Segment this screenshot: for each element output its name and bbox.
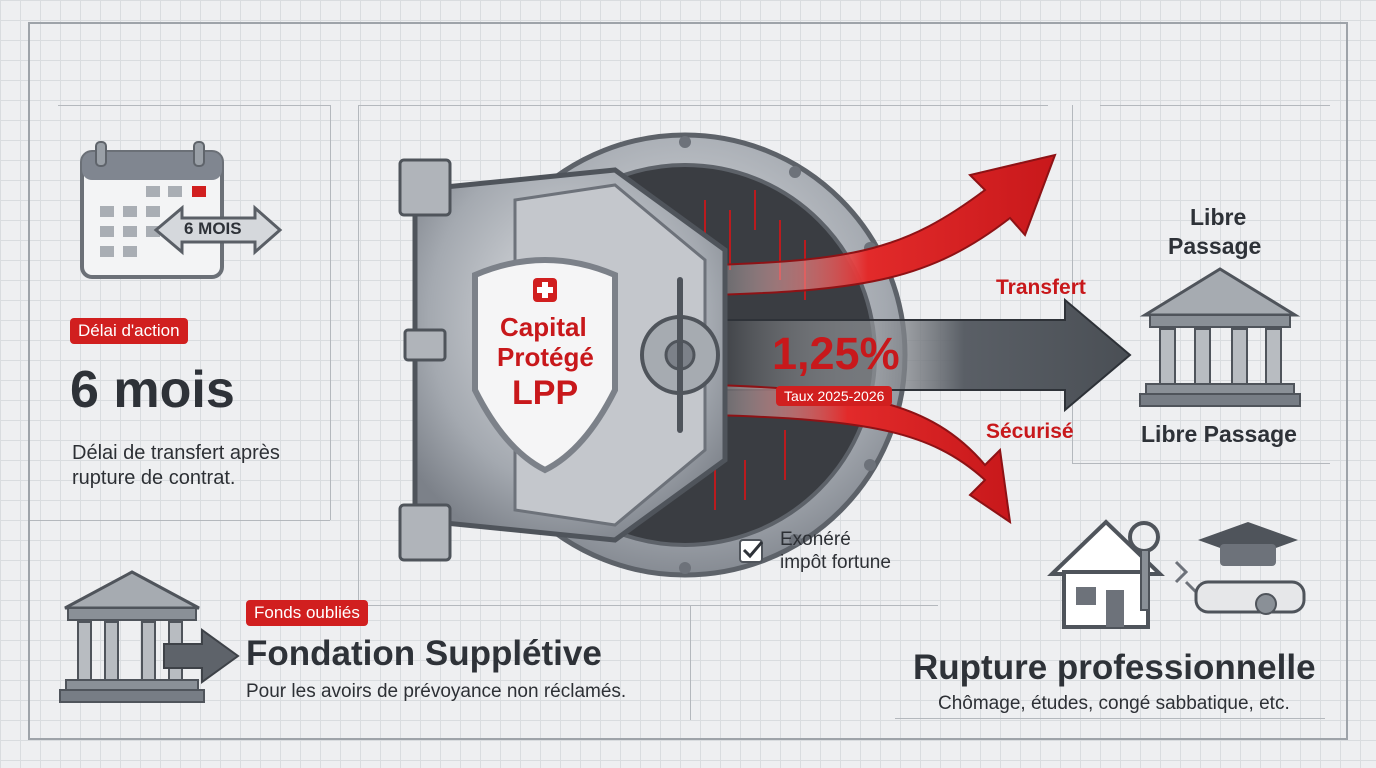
rate-badge: Taux 2025-2026 [776, 386, 893, 406]
bank-icon [59, 570, 240, 703]
label-securise: Sécurisé [986, 420, 1074, 443]
divider [330, 105, 331, 520]
rate-value: 1,25% [772, 328, 900, 379]
outer-frame [28, 22, 1348, 740]
label-transfert: Transfert [996, 276, 1086, 299]
rupture-title: Rupture professionnelle [913, 648, 1316, 687]
delai-value: 6 mois [70, 361, 235, 419]
rupture-desc: Chômage, études, congé sabbatique, etc. [938, 693, 1290, 714]
divider [30, 520, 330, 521]
exonere-line1: Exonéré [780, 529, 851, 550]
libre-title-line2: Passage [1168, 233, 1262, 259]
shield-line2: Protégé [497, 342, 594, 372]
delai-badge: Délai d'action [70, 318, 188, 344]
delai-desc-line1: Délai de transfert après [72, 442, 280, 464]
calendar-badge: 6 MOIS [184, 219, 242, 238]
divider [58, 105, 330, 106]
divider [1100, 105, 1330, 106]
shield-line3: LPP [512, 374, 579, 412]
divider [358, 105, 1048, 106]
fondation-desc: Pour les avoirs de prévoyance non réclam… [246, 681, 627, 702]
bank-icon [1139, 267, 1301, 407]
divider [1072, 105, 1073, 463]
exonere-line2: impôt fortune [780, 552, 891, 573]
fondation-badge: Fonds oubliés [246, 600, 368, 626]
fondation-title: Fondation Supplétive [246, 634, 602, 673]
divider [358, 105, 359, 605]
libre-caption: Libre Passage [1141, 421, 1297, 447]
divider [895, 718, 1325, 719]
delai-desc-line2: rupture de contrat. [72, 467, 236, 489]
house-key-icon [1047, 519, 1306, 629]
divider [1072, 463, 1330, 464]
divider [690, 605, 691, 720]
shield-line1: Capital [500, 312, 587, 342]
vault-illustration [398, 132, 1132, 578]
libre-title-line1: Libre [1190, 204, 1247, 230]
divider [358, 605, 938, 606]
checkbox-icon [739, 539, 764, 563]
calendar-icon [80, 141, 283, 279]
